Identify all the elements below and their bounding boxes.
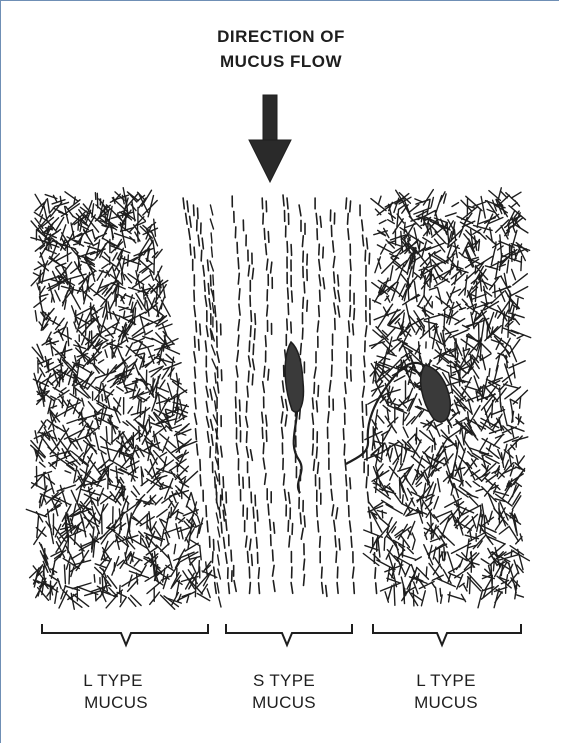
sperm-cell-center bbox=[285, 342, 303, 493]
flow-direction-arrow bbox=[249, 95, 291, 182]
bracket-left bbox=[42, 624, 208, 645]
title-line-1: DIRECTION OF bbox=[217, 27, 345, 46]
region-label-right-line-2: MUCUS bbox=[414, 693, 478, 712]
l-type-mucus-fibres-left bbox=[26, 188, 221, 610]
bracket-center bbox=[226, 624, 352, 645]
region-label-left-line-2: MUCUS bbox=[84, 693, 148, 712]
region-label-right-line-1: L TYPE bbox=[416, 671, 475, 690]
region-label-center-line-1: S TYPE bbox=[253, 671, 315, 690]
region-label-center-line-2: MUCUS bbox=[252, 693, 316, 712]
title-line-2: MUCUS FLOW bbox=[220, 52, 343, 71]
bracket-right bbox=[373, 624, 521, 645]
region-label-left-line-1: L TYPE bbox=[83, 671, 142, 690]
